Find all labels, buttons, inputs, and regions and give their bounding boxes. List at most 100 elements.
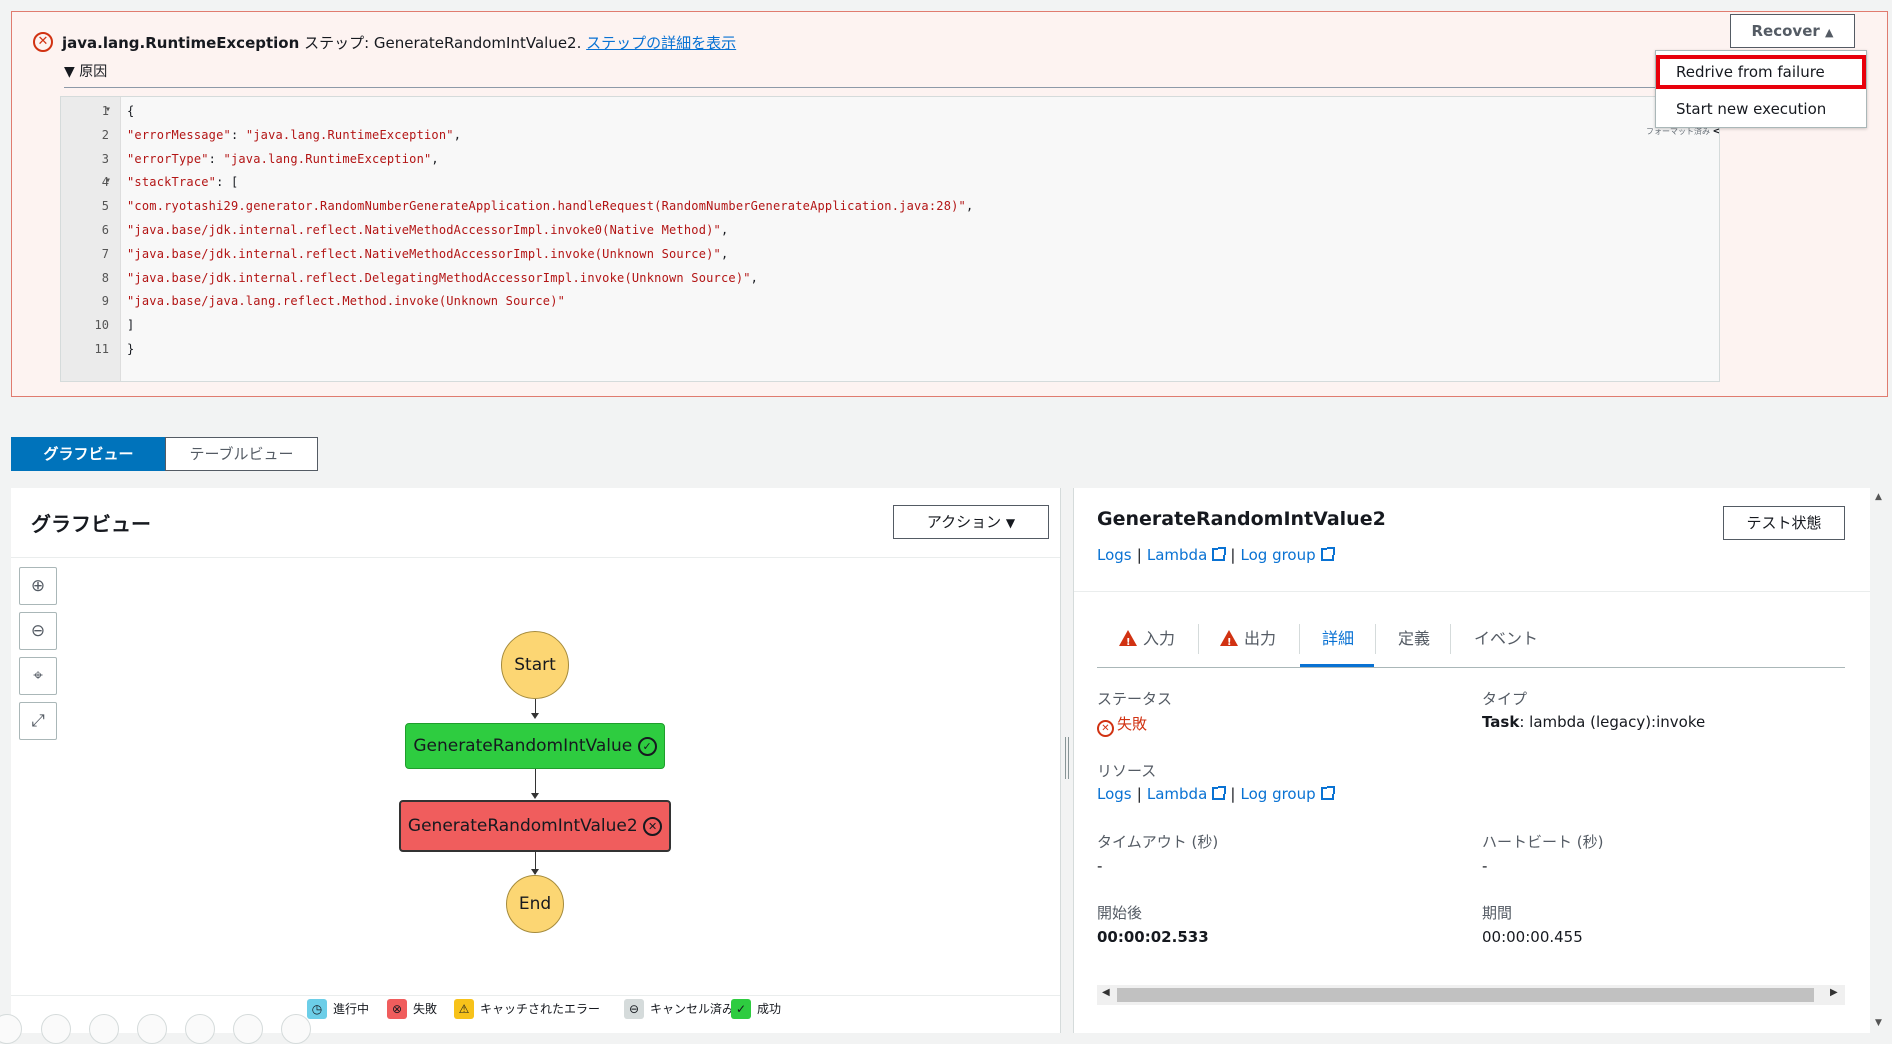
log-group-label: Log group: [1240, 546, 1316, 564]
log-group-link[interactable]: Log group: [1240, 546, 1335, 564]
timeout-value: -: [1097, 857, 1103, 875]
legend-caught: キャッチされたエラー: [480, 1002, 601, 1016]
logs-link[interactable]: Logs: [1097, 546, 1132, 564]
tab-output-label: 出力: [1244, 629, 1277, 648]
tabs-divider: [1097, 667, 1845, 668]
clock-icon: ◷: [307, 999, 327, 1019]
fit-view-button[interactable]: ⤢: [19, 702, 57, 740]
started-value: 00:00:02.533: [1097, 928, 1209, 946]
external-link-icon: [1212, 786, 1227, 800]
resource-lambda-link[interactable]: Lambda: [1147, 785, 1227, 803]
code-line: "stackTrace": [: [127, 175, 239, 190]
line-number: 7: [101, 246, 109, 261]
resource-logs-link[interactable]: Logs: [1097, 785, 1132, 803]
line-number: 5: [101, 199, 109, 214]
line-number: 6: [101, 223, 109, 237]
tab-definition[interactable]: 定義: [1398, 629, 1431, 648]
legend-divider: [11, 995, 1060, 996]
scroll-up-icon[interactable]: ▲: [1875, 492, 1882, 502]
type-prefix: Task: [1482, 713, 1520, 731]
step-details-link[interactable]: ステップの詳細を表示: [586, 34, 737, 52]
type-text: : lambda (legacy):invoke: [1519, 713, 1706, 731]
line-number: 4: [101, 175, 109, 190]
panel-splitter[interactable]: [1060, 488, 1074, 1033]
redrive-from-failure-item[interactable]: Redrive from failure: [1656, 55, 1866, 89]
scroll-left-icon[interactable]: ◀: [1102, 987, 1110, 998]
test-state-button[interactable]: テスト状態: [1723, 506, 1845, 540]
graph-panel: グラフビュー アクション ▼ ⊕ ⊖ ⌖ ⤢ Start GenerateRan…: [11, 488, 1060, 1033]
splitter-handle[interactable]: [1065, 737, 1069, 779]
error-banner: ✕ java.lang.RuntimeException ステップ: Gener…: [11, 11, 1888, 397]
line-number: 9: [101, 294, 109, 309]
format-toggle[interactable]: フォーマット済み </>: [1646, 126, 1719, 137]
fold-caret-icon[interactable]: ▾: [105, 104, 112, 115]
action-button[interactable]: アクション ▼: [893, 505, 1049, 539]
step1-node[interactable]: GenerateRandomIntValue ✓: [405, 723, 665, 769]
external-link-icon: [1212, 547, 1227, 561]
tab-separator: [1375, 624, 1376, 654]
tab-events[interactable]: イベント: [1474, 629, 1539, 648]
cause-divider: [64, 87, 1729, 88]
log-group-label: Log group: [1240, 785, 1316, 803]
error-icon: ✕: [33, 32, 53, 52]
details-divider: [1074, 591, 1870, 592]
zoom-in-button[interactable]: ⊕: [19, 567, 57, 605]
tool-icon[interactable]: [233, 1014, 263, 1044]
graph-header-divider: [11, 557, 1060, 558]
tab-input[interactable]: 入力: [1119, 628, 1175, 654]
x-circle-icon: ✕: [643, 817, 663, 836]
legend: ◷ 進行中 ⊗ 失敗 ⚠ キャッチされたエラー ⊖ キャンセル済み ✓ 成功: [307, 999, 781, 1023]
step-title: GenerateRandomIntValue2: [1097, 508, 1386, 530]
code-line: {: [127, 104, 135, 118]
tab-separator: [1450, 624, 1451, 654]
separator: |: [1230, 546, 1236, 564]
scroll-down-icon[interactable]: ▼: [1875, 1018, 1882, 1028]
code-line: "java.base/jdk.internal.reflect.Delegati…: [127, 270, 759, 285]
resource-log-group-link[interactable]: Log group: [1240, 785, 1335, 803]
tool-icon[interactable]: [137, 1014, 167, 1044]
recover-label: Recover: [1751, 22, 1820, 40]
error-step-text: ステップ: GenerateRandomIntValue2.: [299, 34, 587, 52]
tool-icon[interactable]: [41, 1014, 71, 1044]
line-number: 3: [101, 151, 109, 166]
code-line: "java.base/jdk.internal.reflect.NativeMe…: [127, 246, 729, 261]
tool-icon[interactable]: [0, 1014, 22, 1044]
duration-value: 00:00:00.455: [1482, 928, 1583, 946]
vertical-scrollbar[interactable]: ▲ ▼: [1870, 488, 1890, 1033]
start-node[interactable]: Start: [501, 631, 569, 699]
edge: [535, 769, 536, 797]
warning-icon: ⚠: [454, 999, 474, 1019]
scroll-right-icon[interactable]: ▶: [1830, 987, 1838, 998]
lambda-link[interactable]: Lambda: [1147, 546, 1227, 564]
fold-caret-icon[interactable]: ▾: [105, 175, 112, 187]
tool-icon[interactable]: [89, 1014, 119, 1044]
end-node[interactable]: End: [506, 875, 564, 933]
tab-separator: [1299, 624, 1300, 654]
tab-graph-view[interactable]: グラフビュー: [11, 437, 166, 471]
tab-details[interactable]: 詳細: [1322, 629, 1355, 648]
arrow: [531, 713, 539, 719]
timeout-label: タイムアウト (秒): [1097, 833, 1219, 851]
zoom-out-button[interactable]: ⊖: [19, 612, 57, 650]
horizontal-scroll-thumb[interactable]: [1117, 988, 1814, 1002]
code-line: "errorType": "java.lang.RuntimeException…: [127, 151, 439, 166]
x-circle-icon: ⊗: [387, 999, 407, 1019]
step2-node[interactable]: GenerateRandomIntValue2 ✕: [399, 800, 671, 852]
legend-running: 進行中: [333, 1002, 370, 1016]
type-value: Task: lambda (legacy):invoke: [1482, 713, 1705, 731]
check-circle-icon: ✓: [731, 999, 751, 1019]
cause-toggle[interactable]: ▼ 原因: [64, 62, 107, 82]
tab-output[interactable]: 出力: [1220, 628, 1277, 654]
recover-button[interactable]: Recover ▲: [1730, 14, 1855, 48]
start-new-execution-item[interactable]: Start new execution: [1676, 100, 1827, 118]
tool-icon[interactable]: [185, 1014, 215, 1044]
separator: |: [1136, 546, 1142, 564]
tab-table-view[interactable]: テーブルビュー: [165, 437, 318, 471]
center-button[interactable]: ⌖: [19, 657, 57, 695]
tool-icon[interactable]: [281, 1014, 311, 1044]
caret-down-icon: ▼: [1005, 516, 1016, 530]
external-link-icon: [1320, 786, 1335, 800]
x-circle-icon: ✕: [1097, 720, 1114, 737]
